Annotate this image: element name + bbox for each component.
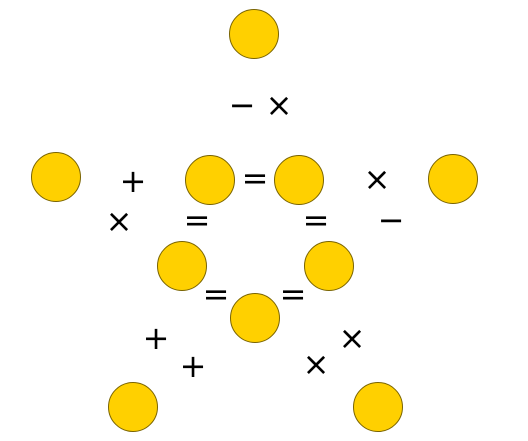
plus-operator: + <box>179 347 207 385</box>
circle-left[interactable] <box>31 152 81 202</box>
equals-operator: = <box>302 201 330 239</box>
circle-inner-right[interactable] <box>304 241 354 291</box>
circle-bottom-left[interactable] <box>108 382 158 432</box>
times-operator: × <box>338 319 366 357</box>
circle-inner-top-left[interactable] <box>185 155 235 205</box>
circle-top[interactable] <box>229 9 279 59</box>
equals-operator: = <box>279 275 307 313</box>
plus-operator: + <box>142 319 170 357</box>
times-operator: × <box>302 345 330 383</box>
minus-operator: − <box>228 86 256 124</box>
equals-operator: = <box>241 159 269 197</box>
circle-inner-bottom[interactable] <box>230 293 280 343</box>
times-operator: × <box>265 86 293 124</box>
circle-right[interactable] <box>428 154 478 204</box>
circle-bottom-right[interactable] <box>353 382 403 432</box>
times-operator: × <box>105 202 133 240</box>
equals-operator: = <box>183 201 211 239</box>
equals-operator: = <box>202 275 230 313</box>
minus-operator: − <box>377 201 405 239</box>
plus-operator: + <box>119 162 147 200</box>
times-operator: × <box>363 160 391 198</box>
circle-inner-left[interactable] <box>157 241 207 291</box>
circle-inner-top-right[interactable] <box>274 155 324 205</box>
